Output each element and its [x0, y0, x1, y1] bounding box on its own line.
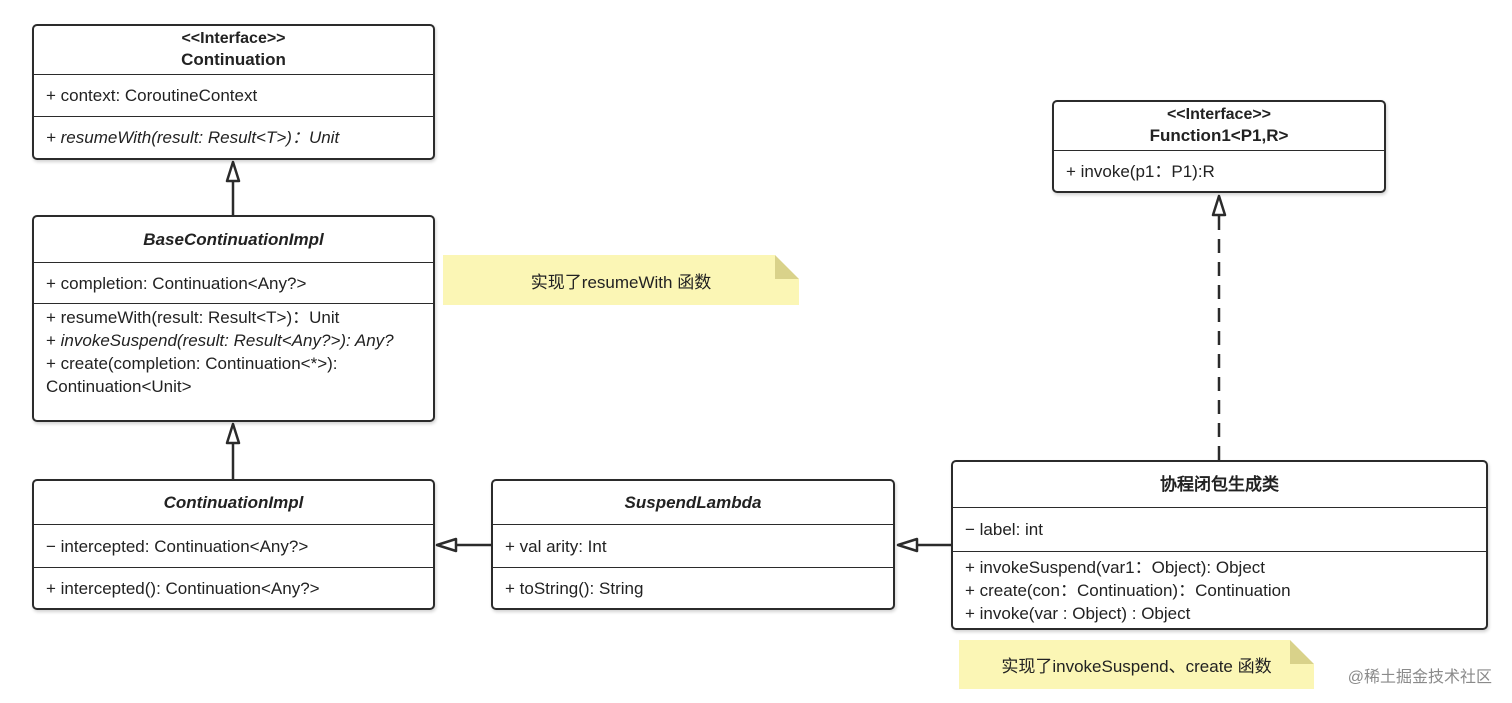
class-closure-method-invokesuspend: + invokeSuspend(var1：Object): Object [965, 557, 1266, 577]
class-closure-methods: + invokeSuspend(var1：Object): Object + c… [953, 552, 1486, 628]
class-continuation-stereotype: <<Interface>> [181, 30, 286, 47]
class-base-impl-header: BaseContinuationImpl [34, 217, 433, 263]
class-coroutine-closure[interactable]: 协程闭包生成类 − label: int + invokeSuspend(var… [951, 460, 1488, 630]
class-base-impl-attr-completion: + completion: Continuation<Any?> [46, 273, 307, 293]
note-resumewith: 实现了resumeWith 函数 [443, 255, 799, 305]
class-base-impl-methods: + resumeWith(result: Result<T>)：Unit + i… [34, 304, 433, 420]
class-continuation-impl-method-intercepted: + intercepted(): Continuation<Any?> [46, 578, 320, 598]
class-function1-methods: + invoke(p1：P1):R [1054, 151, 1384, 191]
class-base-impl-method-resumewith: + resumeWith(result: Result<T>)：Unit [46, 308, 340, 327]
class-continuation-impl[interactable]: ContinuationImpl − intercepted: Continua… [32, 479, 435, 610]
class-closure-attributes: − label: int [953, 508, 1486, 552]
class-function1-stereotype: <<Interface>> [1166, 106, 1272, 123]
class-continuation-name: Continuation [181, 50, 286, 69]
class-continuation-impl-header: ContinuationImpl [34, 481, 433, 525]
class-closure-method-create: + create(con：Continuation)：Continuation [965, 580, 1291, 600]
class-continuation[interactable]: <<Interface>> Continuation + context: Co… [32, 24, 435, 160]
class-suspend-lambda-methods: + toString(): String [493, 568, 893, 608]
note-invokesuspend-create: 实现了invokeSuspend、create 函数 [959, 640, 1314, 689]
realize-closure-to-function1-arrow [1211, 194, 1227, 217]
class-base-impl-method-invokesuspend: + invokeSuspend(result: Result<Any?>): A… [46, 329, 421, 352]
inherit-closure-to-lambda-arrow [896, 537, 919, 553]
class-closure-header: 协程闭包生成类 [953, 462, 1486, 508]
watermark: @稀土掘金技术社区 [1347, 669, 1492, 686]
class-closure-method-invoke: + invoke(var : Object) : Object [965, 603, 1191, 623]
inherit-impl-to-base-arrow [225, 422, 241, 445]
class-suspend-lambda[interactable]: SuspendLambda + val arity: Int + toStrin… [491, 479, 895, 610]
class-continuation-impl-name: ContinuationImpl [163, 492, 304, 512]
note-resumewith-fold [775, 255, 799, 279]
class-function1-name: Function1<P1,R> [1149, 126, 1289, 145]
class-base-impl-attributes: + completion: Continuation<Any?> [34, 263, 433, 304]
class-base-impl-method-create: + create(completion: Continuation<*>): C… [46, 354, 338, 396]
class-continuation-methods: + resumeWith(result: Result<T>)：Unit [34, 117, 433, 158]
class-function1-header: <<Interface>> Function1<P1,R> [1054, 102, 1384, 151]
class-base-impl-name: BaseContinuationImpl [143, 229, 324, 249]
class-continuation-attr-context: + context: CoroutineContext [46, 86, 258, 105]
class-suspend-lambda-header: SuspendLambda [493, 481, 893, 525]
class-suspend-lambda-attributes: + val arity: Int [493, 525, 893, 568]
note-resumewith-text: 实现了resumeWith 函数 [530, 272, 712, 292]
class-continuation-attributes: + context: CoroutineContext [34, 75, 433, 117]
class-function1-method-invoke: + invoke(p1：P1):R [1066, 161, 1215, 181]
class-continuation-impl-methods: + intercepted(): Continuation<Any?> [34, 568, 433, 608]
note-invokesuspend-create-fold [1290, 640, 1314, 664]
class-continuation-impl-attr-intercepted: − intercepted: Continuation<Any?> [46, 536, 309, 556]
class-continuation-impl-attributes: − intercepted: Continuation<Any?> [34, 525, 433, 568]
class-continuation-method-resumewith: + resumeWith(result: Result<T>)：Unit [46, 128, 340, 147]
note-invokesuspend-create-text: 实现了invokeSuspend、create 函数 [1001, 657, 1272, 676]
inherit-lambda-to-impl-arrow [435, 537, 458, 553]
class-base-continuation-impl[interactable]: BaseContinuationImpl + completion: Conti… [32, 215, 435, 422]
class-base-impl-method-invokesuspend-signature: invokeSuspend(result: Result<Any?>): Any… [60, 331, 394, 350]
class-continuation-header: <<Interface>> Continuation [34, 26, 433, 75]
class-suspend-lambda-name: SuspendLambda [624, 492, 762, 512]
class-suspend-lambda-attr-arity: + val arity: Int [505, 536, 607, 556]
class-closure-name: 协程闭包生成类 [1160, 474, 1279, 494]
class-closure-attr-label: − label: int [965, 520, 1043, 539]
class-base-impl-method-invokesuspend-prefix: + [46, 331, 61, 350]
class-function1[interactable]: <<Interface>> Function1<P1,R> + invoke(p… [1052, 100, 1386, 193]
inherit-base-to-continuation-arrow [225, 160, 241, 183]
class-suspend-lambda-method-tostring: + toString(): String [505, 578, 644, 598]
